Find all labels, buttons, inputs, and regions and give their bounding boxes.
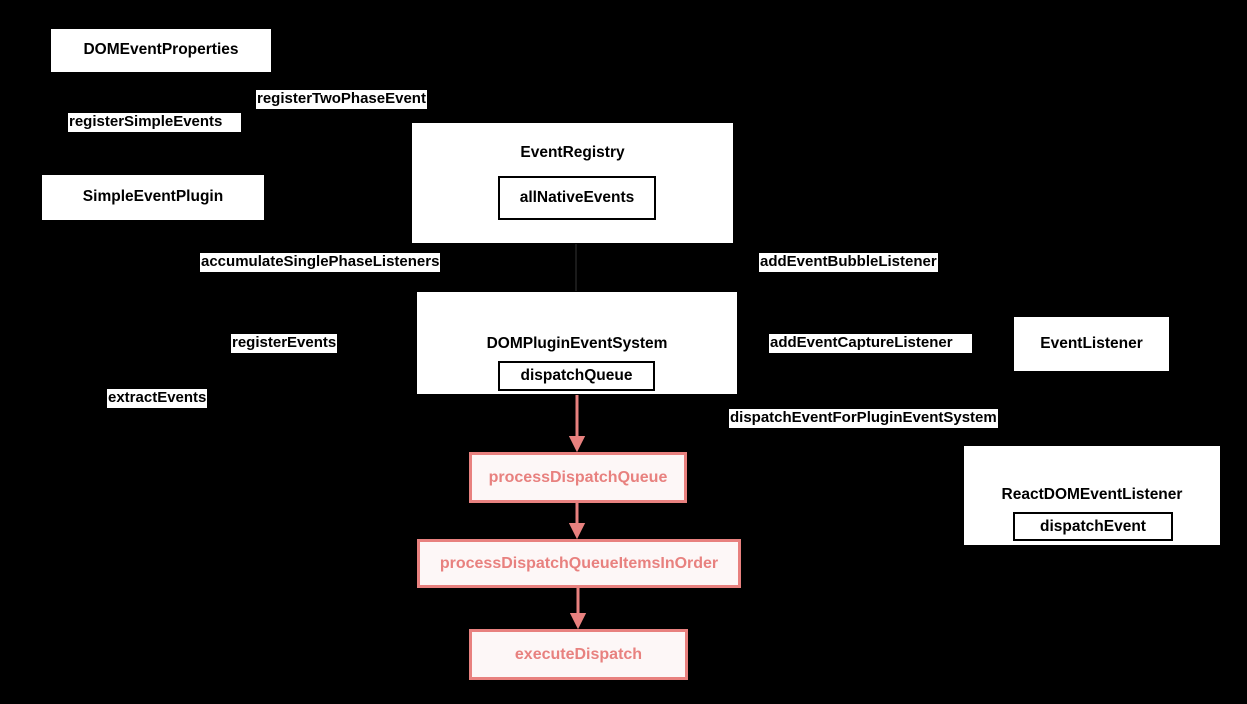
- node-event-registry-label: EventRegistry: [520, 144, 625, 161]
- edge-label-dispatch-event-for-plugin-event-system[interactable]: dispatchEventForPluginEventSystem: [729, 409, 998, 428]
- node-react-dom-event-listener[interactable]: ReactDOMEventListener: [963, 445, 1221, 546]
- member-dispatch-queue[interactable]: dispatchQueue: [498, 361, 655, 391]
- node-event-listener-label: EventListener: [1040, 335, 1143, 352]
- member-all-native-events[interactable]: allNativeEvents: [498, 176, 656, 220]
- function-node-process-dispatch-queue-items-in-order-label: processDispatchQueueItemsInOrder: [439, 554, 719, 572]
- node-dom-event-properties-label: DOMEventProperties: [83, 41, 239, 58]
- edge-label-register-simple-events[interactable]: registerSimpleEvents: [68, 113, 241, 132]
- node-simple-event-plugin-label: SimpleEventPlugin: [82, 188, 224, 205]
- member-dispatch-event-label: dispatchEvent: [1040, 517, 1146, 535]
- function-node-process-dispatch-queue[interactable]: processDispatchQueue: [469, 452, 687, 503]
- edge-label-accumulate-single-phase-listeners[interactable]: accumulateSinglePhaseListeners: [200, 253, 441, 272]
- function-node-process-dispatch-queue-label: processDispatchQueue: [488, 468, 668, 486]
- function-node-process-dispatch-queue-items-in-order[interactable]: processDispatchQueueItemsInOrder: [417, 539, 741, 588]
- member-all-native-events-label: allNativeEvents: [519, 189, 635, 206]
- function-node-execute-dispatch-label: executeDispatch: [514, 645, 643, 663]
- edge-label-register-events[interactable]: registerEvents: [231, 334, 338, 353]
- node-dom-plugin-event-system-label: DOMPluginEventSystem: [486, 335, 668, 352]
- node-event-listener[interactable]: EventListener: [1013, 316, 1170, 372]
- function-node-execute-dispatch[interactable]: executeDispatch: [469, 629, 688, 680]
- node-simple-event-plugin[interactable]: SimpleEventPlugin: [41, 174, 265, 221]
- edge-label-add-event-bubble-listener[interactable]: addEventBubbleListener: [759, 253, 938, 272]
- edge-label-register-two-phase-event[interactable]: registerTwoPhaseEvent: [256, 90, 427, 109]
- member-dispatch-queue-label: dispatchQueue: [520, 367, 633, 384]
- edge-label-add-event-capture-listener[interactable]: addEventCaptureListener: [769, 334, 972, 353]
- node-react-dom-event-listener-label: ReactDOMEventListener: [1001, 486, 1183, 503]
- member-dispatch-event[interactable]: dispatchEvent: [1013, 512, 1173, 541]
- edge-label-extract-events[interactable]: extractEvents: [107, 389, 208, 408]
- node-dom-event-properties[interactable]: DOMEventProperties: [50, 28, 272, 73]
